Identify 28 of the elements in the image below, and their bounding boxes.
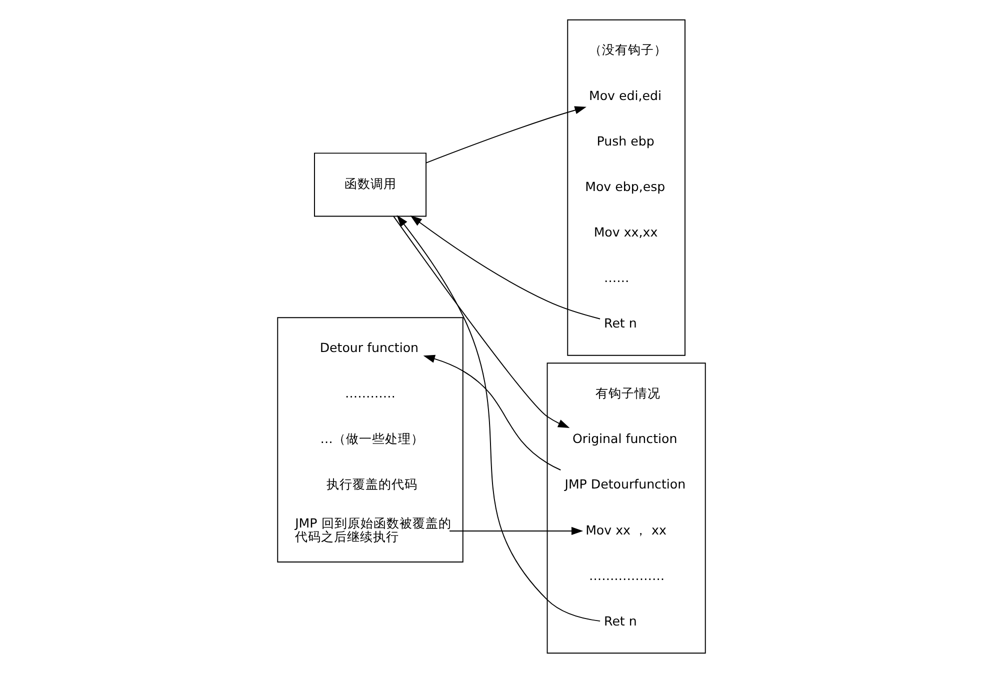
arrow (423, 354, 562, 470)
node-text: Mov xx,xx (594, 224, 658, 240)
node-text: …… (604, 270, 630, 286)
node-text: Ret n (604, 613, 637, 628)
arrow (449, 526, 584, 536)
node-box: 函数调用 (314, 152, 427, 217)
node-text: Detour function (320, 340, 419, 355)
node-text: Push ebp (596, 133, 654, 148)
arrow (426, 106, 586, 164)
cluster (546, 362, 706, 654)
node-text: Mov xx ， xx (586, 522, 666, 538)
cluster (567, 19, 686, 356)
node-text: （没有钩子） (588, 42, 667, 58)
node-text: …（做一些处理） (320, 431, 424, 446)
node-text: ……………… (588, 568, 665, 583)
node-text: Mov ebp,esp (585, 178, 666, 194)
node-text: Original function (572, 431, 678, 446)
node-text: JMP 回到原始函数被覆盖的代码之后继续执行 (295, 515, 452, 544)
arrow (410, 215, 601, 320)
node-text: Mov edi,edi (588, 88, 662, 103)
node-text: JMP Detourfunction (564, 476, 686, 492)
cluster (277, 317, 464, 562)
node-text: 有钩子情况 (595, 386, 660, 401)
node-text: Ret n (604, 316, 637, 331)
node-text: ………… (345, 386, 396, 401)
arrow (396, 215, 601, 622)
arrow (393, 216, 570, 428)
node-text: 执行覆盖的代码 (326, 476, 418, 492)
